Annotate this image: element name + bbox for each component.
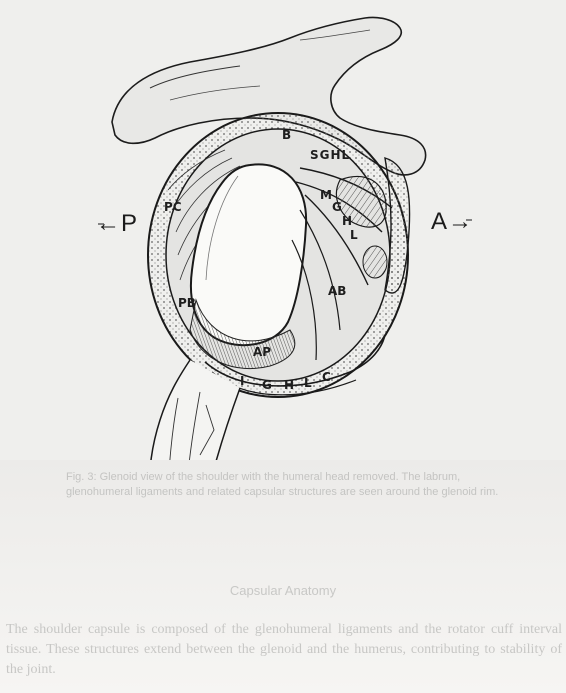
label-ighlc-g: G (262, 378, 272, 392)
shoulder-diagram: ←P A→ B SGHL M G H L PC PB AB AP I G H L… (0, 0, 566, 460)
label-ighlc-h: H (284, 378, 294, 392)
glenoid-illustration (0, 0, 566, 460)
label-sghl: SGHL (310, 148, 350, 162)
label-mghl-h: H (342, 214, 352, 228)
section-heading: Capsular Anatomy (0, 583, 566, 598)
label-mghl-g: G (332, 200, 342, 214)
label-pb: PB (178, 296, 196, 310)
label-mghl-l: L (350, 228, 358, 242)
label-mghl-m: M (320, 188, 332, 202)
label-ighlc-i: I (240, 374, 244, 388)
label-b: B (282, 128, 291, 142)
posterior-label: ←P (96, 210, 138, 238)
label-ighlc-c: C (322, 370, 331, 384)
body-paragraph: The shoulder capsule is composed of the … (6, 620, 562, 680)
figure-caption: Fig. 3: Glenoid view of the shoulder wit… (66, 470, 506, 500)
label-pc: PC (164, 200, 182, 214)
label-ighlc-l: L (304, 376, 312, 390)
anterior-label: A→ (431, 208, 473, 236)
label-ap: AP (253, 345, 271, 359)
label-ab: AB (328, 284, 346, 298)
